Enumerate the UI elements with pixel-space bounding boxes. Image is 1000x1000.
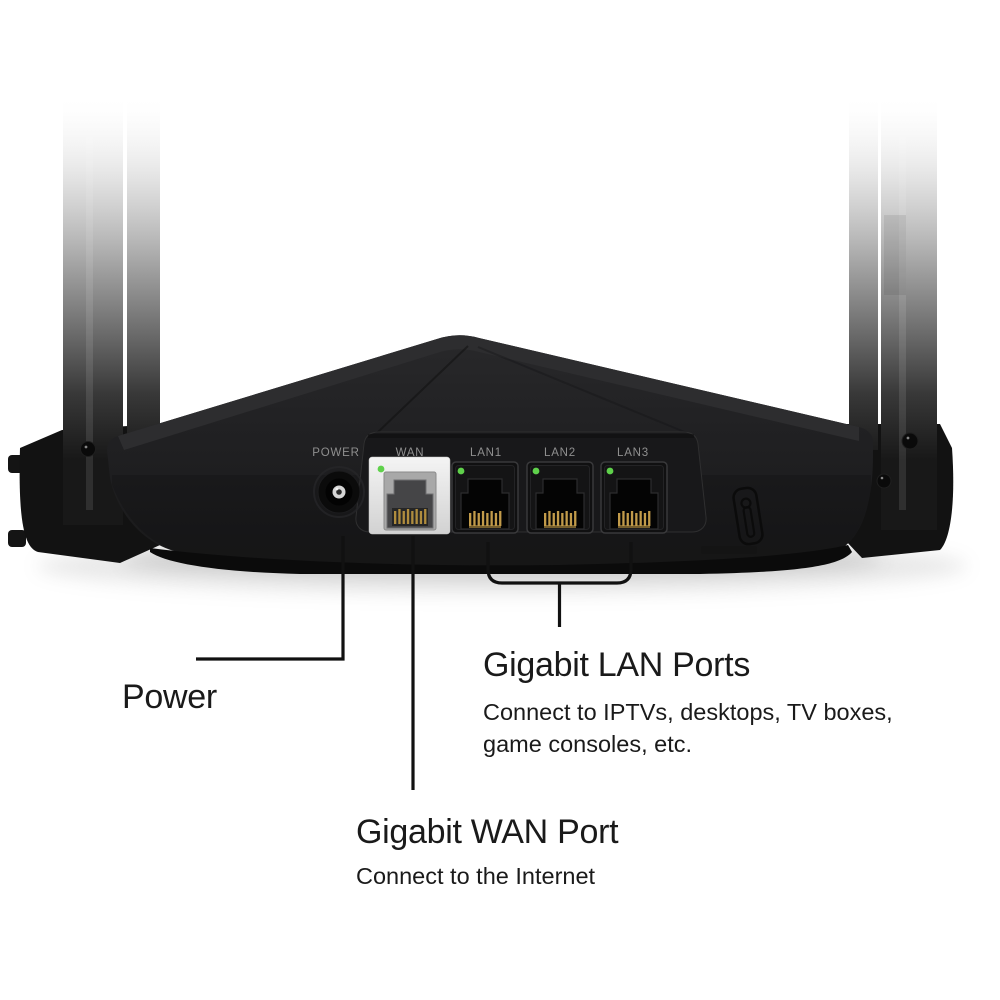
callout-texts: Power Gigabit LAN Ports Connect to IPTVs… xyxy=(122,646,893,889)
port-label-lan1: LAN1 xyxy=(470,447,502,459)
lan-callout-description-line-2: game consoles, etc. xyxy=(483,731,692,757)
wan-callout-description: Connect to the Internet xyxy=(356,863,596,889)
port-labels: POWER WAN LAN1 LAN2 LAN3 xyxy=(312,447,649,459)
antenna-right-front xyxy=(881,88,937,530)
left-hinge-tab-lower xyxy=(8,530,26,547)
wan-port xyxy=(368,456,451,535)
port-label-lan3: LAN3 xyxy=(617,447,649,459)
antenna-left-back xyxy=(127,95,160,480)
antenna-right-back xyxy=(849,88,878,450)
port-label-lan2: LAN2 xyxy=(544,447,576,459)
antenna-seam xyxy=(884,215,906,295)
right-hinge-screw-upper xyxy=(901,432,919,450)
right-hinge-screw-lower xyxy=(876,473,892,489)
lan-rj45-opening xyxy=(460,478,510,530)
lan-gold-pins xyxy=(469,511,502,528)
port-label-power: POWER xyxy=(312,447,359,459)
lan-led xyxy=(457,467,465,475)
lan-callout-title: Gigabit LAN Ports xyxy=(483,646,750,684)
power-callout-line xyxy=(196,536,345,661)
lan-port-2 xyxy=(527,462,593,533)
lan-callout-description-line-1: Connect to IPTVs, desktops, TV boxes, xyxy=(483,699,893,725)
power-jack xyxy=(313,466,365,518)
port-label-wan: WAN xyxy=(396,447,425,459)
face-crease-right xyxy=(477,346,688,434)
lan-port-3 xyxy=(601,462,667,533)
wan-led xyxy=(377,465,385,473)
base-strip xyxy=(150,545,852,574)
wan-callout-title: Gigabit WAN Port xyxy=(356,813,619,851)
power-callout-title: Power xyxy=(122,678,217,716)
top-ridge-band xyxy=(118,335,859,450)
lan-port-1 xyxy=(451,461,519,534)
face-crease-left xyxy=(376,345,469,434)
callout-lines xyxy=(196,536,633,790)
embossed-marking xyxy=(701,546,757,554)
left-hinge-screw xyxy=(80,441,96,457)
hinge-screws xyxy=(80,432,919,489)
kensington-lock-slot xyxy=(732,486,764,546)
